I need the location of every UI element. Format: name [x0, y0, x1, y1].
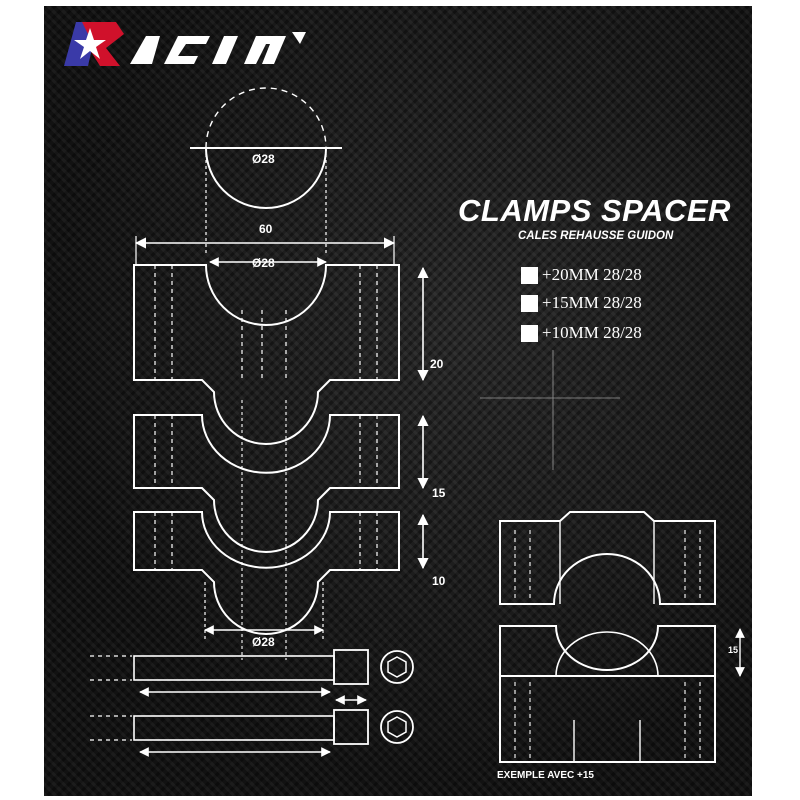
option-label: +15MM 28/28 [542, 293, 642, 312]
height-10-label: 10 [432, 574, 446, 588]
checkbox-icon[interactable] [521, 294, 538, 312]
spacer-block-20 [133, 264, 400, 445]
spacer-block-10 [133, 511, 400, 635]
example-caption: EXEMPLE AVEC +15 [497, 770, 594, 781]
diameter-label-mid: Ø28 [252, 256, 275, 270]
diameter-label-top: Ø28 [252, 152, 275, 166]
example-spacer [499, 625, 745, 677]
example-clamp-bottom [499, 631, 716, 763]
example-height-label: 15 [728, 645, 739, 655]
checkbox-icon[interactable] [521, 324, 538, 342]
width-dimension [134, 236, 396, 267]
example-clamp-top [499, 511, 716, 605]
width-label: 60 [259, 222, 273, 236]
option-10mm[interactable]: +10MM 28/28 [521, 322, 642, 344]
bolt-short [90, 709, 414, 757]
diameter-label-bottom: Ø28 [252, 635, 275, 649]
center-crosshair [480, 350, 620, 470]
option-label: +20MM 28/28 [542, 265, 642, 284]
handlebar-section-view [190, 87, 342, 255]
bolt-long [90, 649, 414, 705]
product-title: CLAMPS SPACER [458, 193, 731, 228]
product-sheet [44, 6, 752, 796]
racing-logo [64, 22, 306, 66]
option-label: +10MM 28/28 [542, 323, 642, 342]
checkbox-icon[interactable] [521, 266, 538, 284]
height-15-label: 15 [432, 486, 446, 500]
option-20mm[interactable]: +20MM 28/28 [521, 264, 642, 286]
height-20-label: 20 [430, 357, 444, 371]
spacer-block-15 [133, 414, 400, 553]
product-subtitle: CALES REHAUSSE GUIDON [518, 230, 674, 242]
option-15mm[interactable]: +15MM 28/28 [521, 292, 642, 314]
